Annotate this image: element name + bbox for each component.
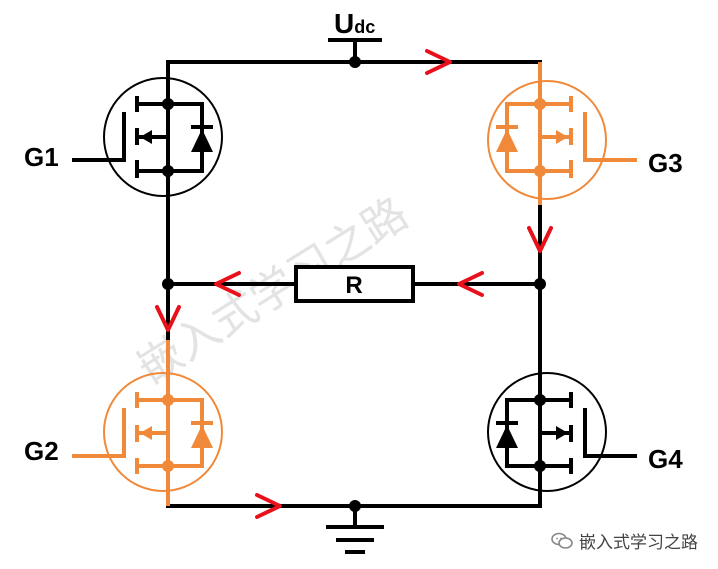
supply-label-sub: dc (354, 17, 375, 37)
junction-left (162, 278, 174, 290)
mosfet-g1-markers (140, 98, 213, 177)
chat-bubble-icon (551, 532, 573, 549)
supply-label-main: U (334, 8, 354, 39)
junction-bottom (349, 500, 361, 512)
arrow-right-down (527, 226, 553, 253)
arrow-top-right (425, 49, 452, 75)
junction-dots (162, 56, 546, 512)
gate-label-g1: G1 (24, 142, 59, 172)
junction-top (349, 56, 361, 68)
arrow-left-down (155, 305, 181, 332)
current-arrows (155, 49, 553, 519)
watermark-footer-text: 嵌入式学习之路 (579, 533, 698, 553)
arrow-middle-left-left (214, 271, 241, 297)
gate-label-g2: G2 (24, 436, 59, 466)
resistor-label: R (345, 272, 362, 299)
circuit-wires (166, 38, 542, 554)
supply-label: Udc (334, 8, 375, 39)
mosfet-g3 (487, 62, 637, 205)
mosfet-g3-markers (496, 98, 568, 177)
mosfet-g2-markers (140, 394, 213, 472)
gate-label-g3: G3 (648, 148, 683, 178)
watermark-footer: 嵌入式学习之路 (551, 528, 698, 553)
arrow-bottom-right (255, 493, 282, 519)
mosfet-g4-markers (496, 394, 568, 472)
resistor: R (294, 265, 415, 303)
gate-label-g4: G4 (648, 444, 683, 474)
arrow-middle-right-left (457, 271, 484, 297)
junction-right (534, 278, 546, 290)
